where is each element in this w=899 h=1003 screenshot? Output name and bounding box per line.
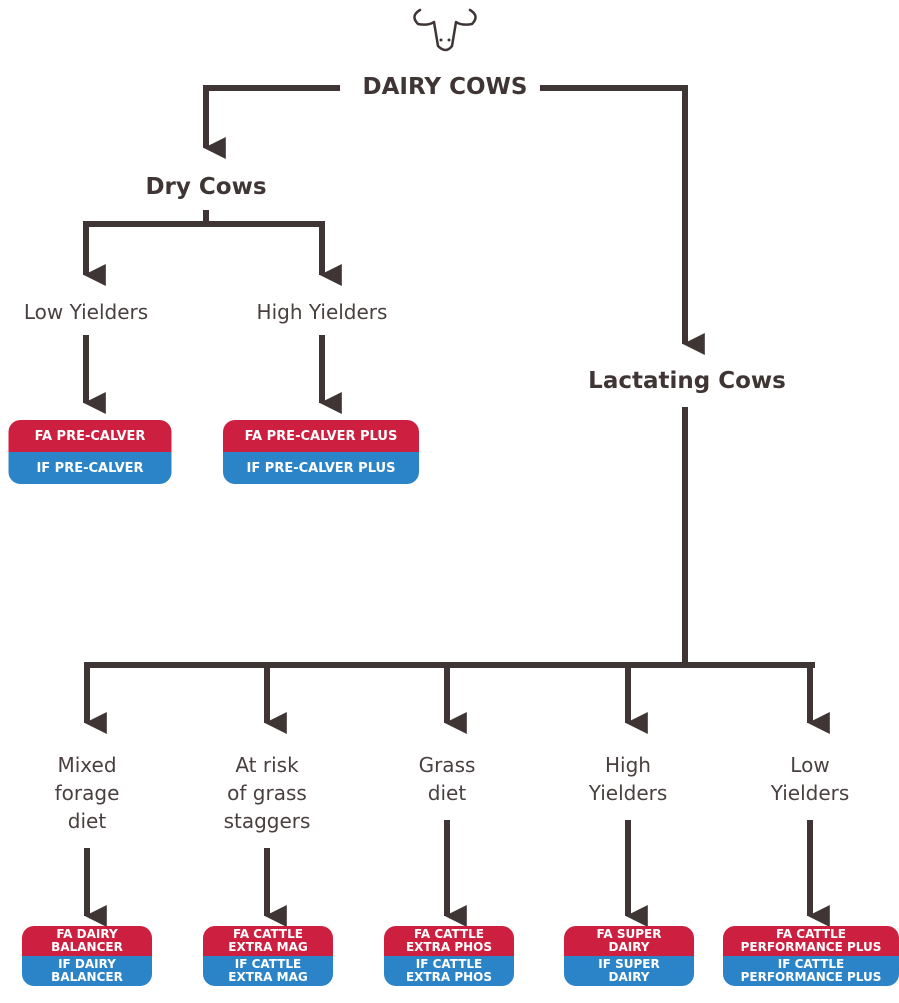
if-product-label: IF PRE-CALVER [8, 452, 172, 484]
connector-root-to-dry [203, 85, 340, 159]
fa-product-label: FA DAIRY BALANCER [22, 926, 152, 956]
node-lactating-cows: Lactating Cows [580, 370, 794, 393]
connector-dry-bar-left [83, 221, 206, 286]
product-card-cattle-extra-mag: FA CATTLE EXTRA MAG IF CATTLE EXTRA MAG [203, 926, 333, 986]
connector-dry-bar-right [206, 221, 342, 286]
node-dry-cows: Dry Cows [137, 176, 275, 199]
connector-root-to-lactating [540, 85, 705, 355]
fa-product-label: FA CATTLE EXTRA MAG [203, 926, 333, 956]
product-card-super-dairy: FA SUPER DAIRY IF SUPER DAIRY [564, 926, 694, 986]
node-lact-grass-diet: Grass diet [418, 753, 476, 805]
fa-product-label: FA PRE-CALVER PLUS [223, 420, 419, 452]
node-lact-mixed-forage-diet: Mixed forage diet [54, 753, 120, 833]
node-lact-low-yielders: Low Yielders [770, 753, 850, 805]
root-node-dairy-cows: DAIRY COWS [354, 76, 536, 99]
if-product-label: IF SUPER DAIRY [564, 956, 694, 986]
fa-product-label: FA CATTLE PERFORMANCE PLUS [723, 926, 899, 956]
if-product-label: IF PRE-CALVER PLUS [223, 452, 419, 484]
product-card-dairy-balancer: FA DAIRY BALANCER IF DAIRY BALANCER [22, 926, 152, 986]
product-card-cattle-extra-phos: FA CATTLE EXTRA PHOS IF CATTLE EXTRA PHO… [384, 926, 514, 986]
cow-head-icon [413, 8, 477, 52]
if-product-label: IF CATTLE EXTRA PHOS [384, 956, 514, 986]
if-product-label: IF CATTLE EXTRA MAG [203, 956, 333, 986]
node-lact-high-yielders: High Yielders [588, 753, 668, 805]
product-card-pre-calver: FA PRE-CALVER IF PRE-CALVER [8, 420, 172, 484]
product-card-cattle-performance-plus: FA CATTLE PERFORMANCE PLUS IF CATTLE PER… [723, 926, 899, 986]
fa-product-label: FA PRE-CALVER [8, 420, 172, 452]
fa-product-label: FA SUPER DAIRY [564, 926, 694, 956]
node-dry-high-yielders: High Yielders [256, 300, 388, 324]
node-dry-low-yielders: Low Yielders [23, 300, 149, 324]
product-card-pre-calver-plus: FA PRE-CALVER PLUS IF PRE-CALVER PLUS [223, 420, 419, 484]
if-product-label: IF DAIRY BALANCER [22, 956, 152, 986]
if-product-label: IF CATTLE PERFORMANCE PLUS [723, 956, 899, 986]
fa-product-label: FA CATTLE EXTRA PHOS [384, 926, 514, 956]
node-lact-grass-staggers: At risk of grass staggers [223, 753, 311, 833]
